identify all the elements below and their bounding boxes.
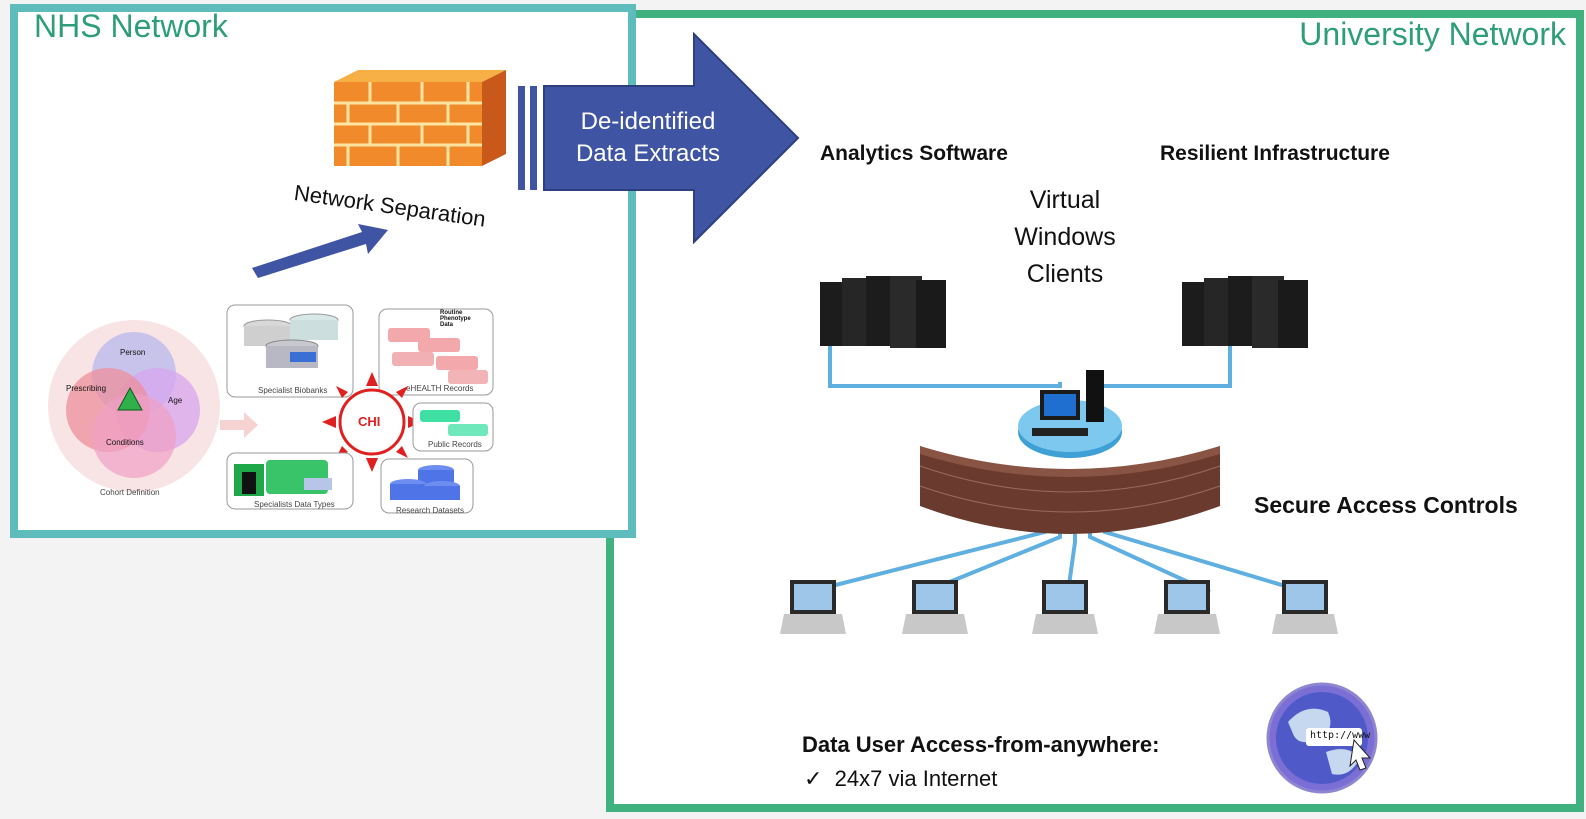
secure-access-controls-label: Secure Access Controls [1254,492,1518,518]
cohort-arrow-icon [220,412,258,438]
de-identified-label: De-identified Data Extracts [575,108,721,167]
ehealth-heading: Routine Phenotype Data [440,310,471,328]
laptop-icon [902,580,968,634]
data-types-panel [226,452,354,510]
chi-hub [322,372,422,472]
chi-label: CHI [358,414,381,429]
ehealth-panel [378,308,494,396]
check-icon: ✓ [804,766,823,791]
nhs-network-title: NHS Network [34,8,228,44]
cohort-person-label: Person [120,348,146,357]
laptop-icon [1272,580,1338,634]
cohort-conditions-label: Conditions [106,438,144,447]
globe-url-text: http://www [1310,730,1371,741]
public-records-panel [412,402,494,452]
data-user-access-heading: Data User Access-from-anywhere: [802,732,1160,757]
separation-arrow [252,224,388,278]
public-records-label: Public Records [428,440,482,449]
biobanks-label: Specialist Biobanks [258,386,328,395]
research-datasets-label: Research Datasets [396,506,465,515]
server-icon [1182,276,1308,348]
laptop-icon [780,580,846,634]
university-network-title: University Network [1299,16,1566,52]
cohort-definition-diagram [48,320,220,492]
cohort-prescribing-label: Prescribing [66,384,107,393]
cohort-age-label: Age [168,396,183,405]
biobanks-panel [226,304,354,398]
network-illustration [780,276,1338,634]
research-datasets-panel [380,458,474,514]
virtual-windows-clients-label: Virtual Windows Clients [1014,186,1116,288]
resilient-infrastructure-label: Resilient Infrastructure [1160,142,1390,165]
workstation-icon [1018,370,1122,458]
laptop-icon [1032,580,1098,634]
brick-wall-icon [919,446,1221,534]
cohort-caption: Cohort Definition [100,488,160,497]
laptop-icon [1154,580,1220,634]
analytics-software-label: Analytics Software [820,142,1008,165]
ehealth-label: eHEALTH Records [406,384,474,393]
access-item: ✓ 24x7 via Internet [804,766,998,791]
server-icon [820,276,946,348]
firewall-icon [334,70,506,166]
globe-icon [1266,682,1378,794]
data-types-label: Specialists Data Types [254,500,335,509]
